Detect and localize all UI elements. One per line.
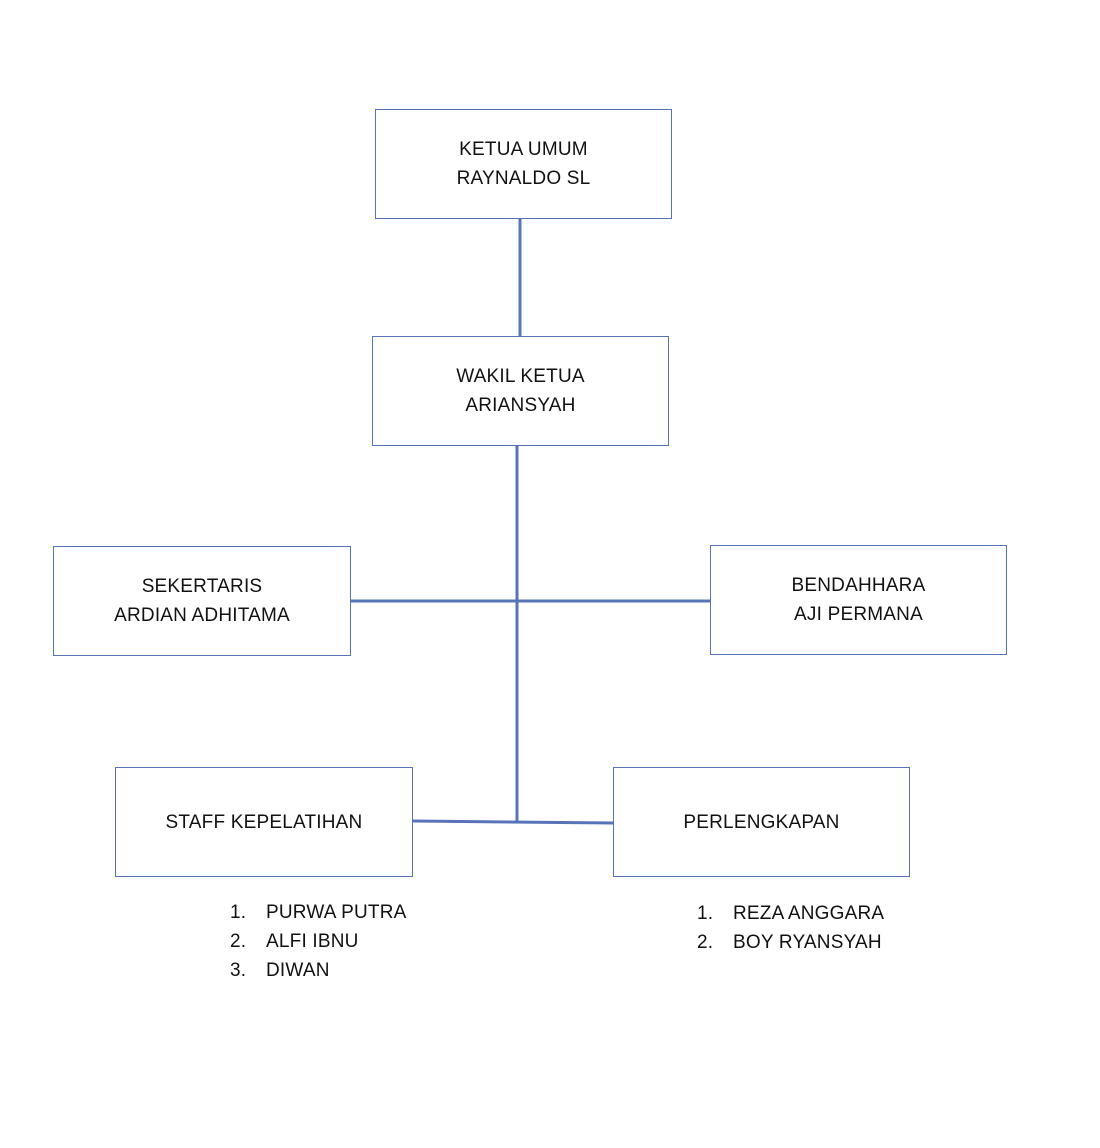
ketua-umum-box: KETUA UMUM RAYNALDO SL [375, 109, 672, 219]
perlengkapan-box: PERLENGKAPAN [613, 767, 910, 877]
list-item: 1. PURWA PUTRA [230, 898, 407, 927]
bendahara-name: AJI PERMANA [794, 604, 923, 625]
list-item-name: DIWAN [266, 960, 330, 981]
perlengkapan-member-list: 1. REZA ANGGARA 2. BOY RYANSYAH [697, 899, 884, 957]
list-item-name: ALFI IBNU [266, 931, 359, 952]
wakil-ketua-name: ARIANSYAH [465, 395, 576, 416]
wakil-ketua-role: WAKIL KETUA [456, 366, 585, 387]
perlengkapan-role: PERLENGKAPAN [683, 811, 840, 833]
wakil-ketua-box: WAKIL KETUA ARIANSYAH [372, 336, 669, 446]
sekertaris-box: SEKERTARIS ARDIAN ADHITAMA [53, 546, 351, 656]
list-item-name: REZA ANGGARA [733, 903, 885, 924]
ketua-umum-role: KETUA UMUM [459, 139, 588, 160]
list-item: 2. BOY RYANSYAH [697, 928, 884, 957]
bendahara-box: BENDAHHARA AJI PERMANA [710, 545, 1007, 655]
staff-kepelatihan-role: STAFF KEPELATIHAN [165, 811, 363, 833]
sekertaris-name: ARDIAN ADHITAMA [114, 605, 290, 626]
list-item: 1. REZA ANGGARA [697, 899, 884, 928]
sekertaris-role: SEKERTARIS [141, 576, 263, 597]
list-item-number: 1. [230, 902, 247, 923]
list-item-name: PURWA PUTRA [266, 902, 407, 923]
connector-staff-perlengkapan [412, 819, 614, 825]
list-item-name: BOY RYANSYAH [733, 932, 882, 953]
staff-kepelatihan-member-list: 1. PURWA PUTRA 2. ALFI IBNU 3. DIWAN [230, 898, 407, 985]
bendahara-role: BENDAHHARA [791, 575, 926, 596]
list-item-number: 2. [230, 931, 247, 952]
staff-kepelatihan-box: STAFF KEPELATIHAN [115, 767, 413, 877]
list-item-number: 3. [230, 960, 247, 981]
ketua-umum-name: RAYNALDO SL [456, 168, 591, 189]
list-item: 2. ALFI IBNU [230, 927, 407, 956]
list-item-number: 1. [697, 903, 714, 924]
list-item: 3. DIWAN [230, 956, 407, 985]
list-item-number: 2. [697, 932, 714, 953]
